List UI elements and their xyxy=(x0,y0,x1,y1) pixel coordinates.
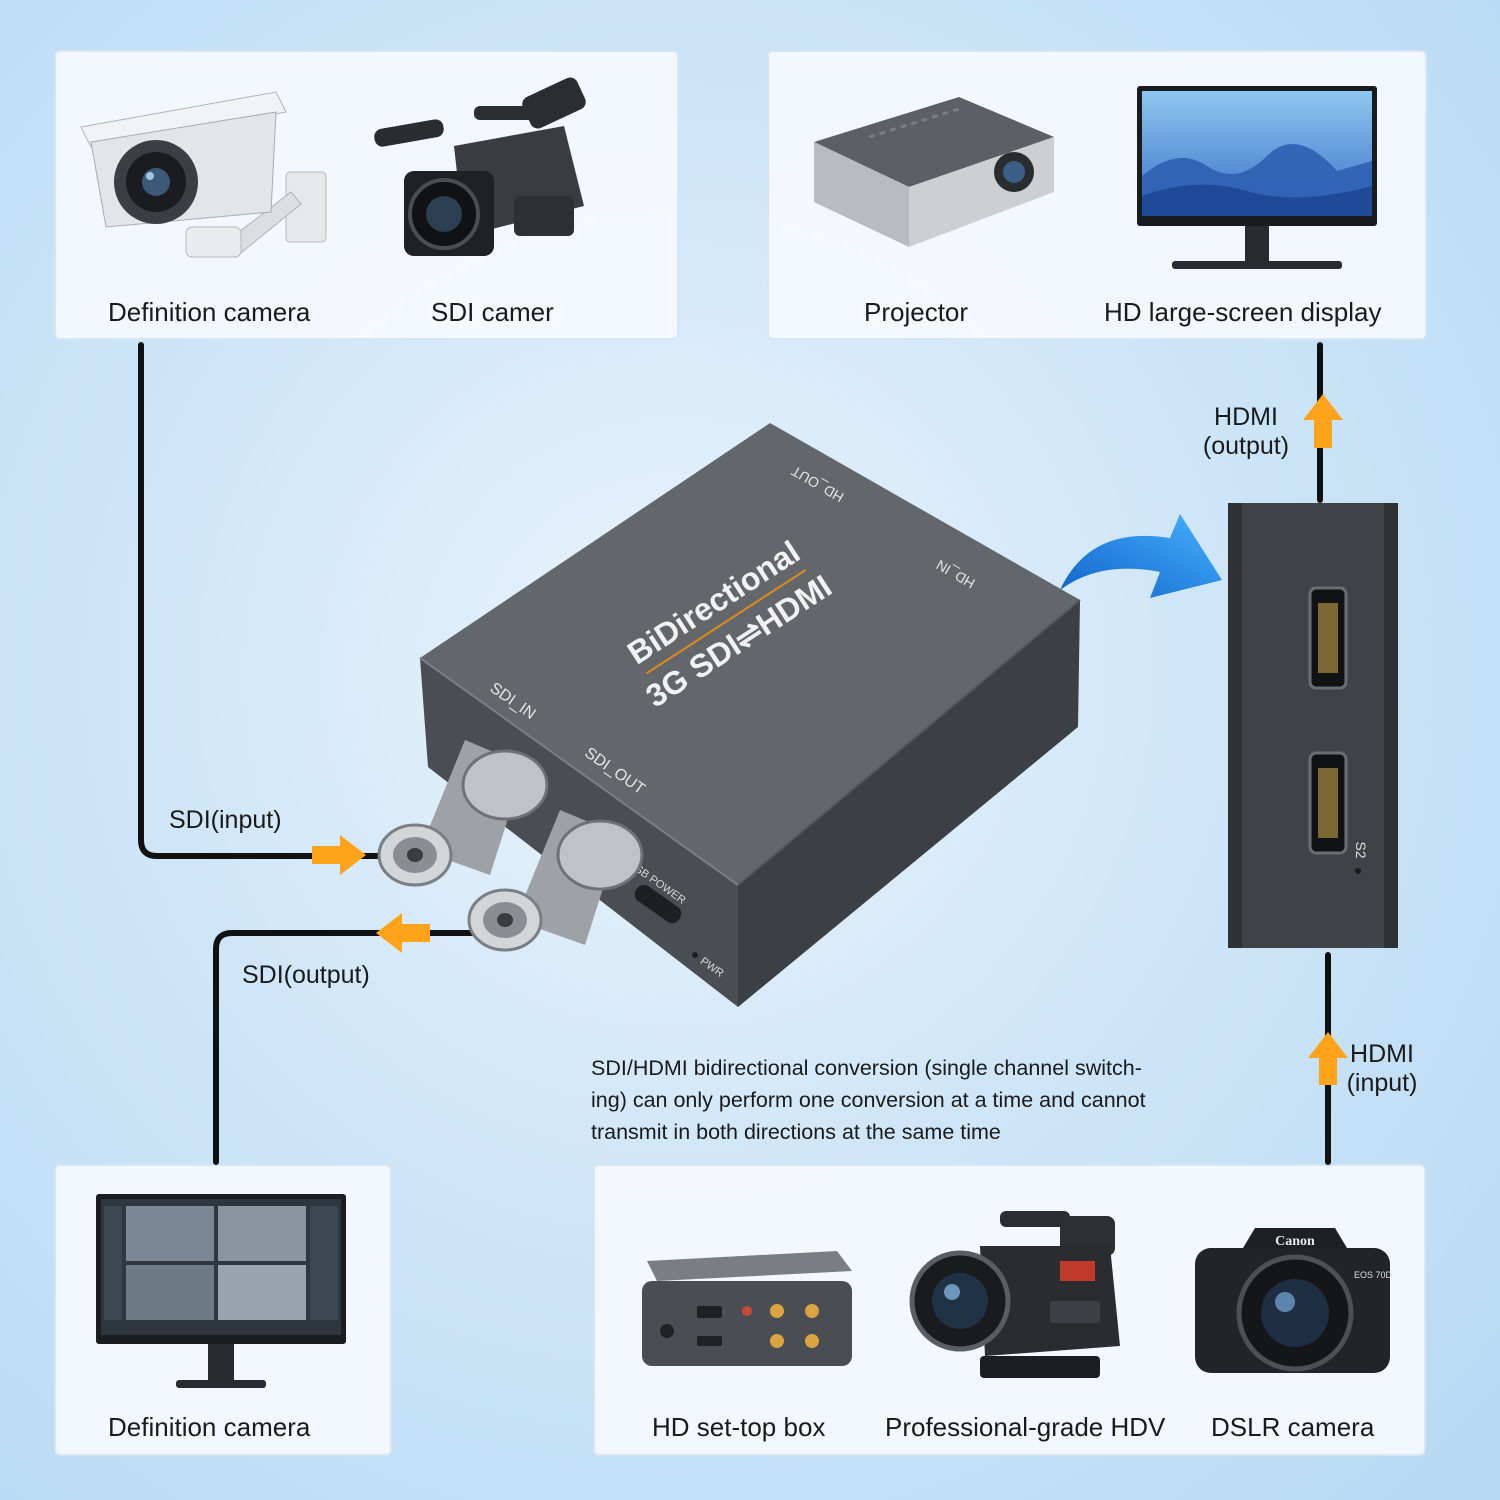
cctv-camera-icon xyxy=(80,91,327,258)
s2-side-label: S2 xyxy=(1353,841,1369,858)
settop-box-icon xyxy=(642,1251,852,1366)
surveillance-monitor-icon xyxy=(96,1194,346,1388)
input-devices-panel: Definition camera SDI camer xyxy=(54,50,679,340)
sdi-monitor-panel: Definition camera xyxy=(54,1164,392,1456)
hd-display-label: HD large-screen display xyxy=(1104,297,1382,327)
conversion-note: SDI/HDMI bidirectional conversion (singl… xyxy=(591,1052,1146,1148)
sdi-camera-label: SDI camer xyxy=(431,297,554,327)
dslr-camera-icon: Canon EOS 70D xyxy=(1195,1228,1393,1373)
sdi-in-bnc-connector-icon xyxy=(377,740,549,887)
settop-box-label: HD set-top box xyxy=(652,1412,826,1442)
sdi-input-label: SDI(input) xyxy=(169,806,282,834)
usb-port-icon xyxy=(634,884,682,924)
dslr-camera-label: DSLR camera xyxy=(1211,1412,1375,1442)
cinema-camera-icon xyxy=(909,1211,1120,1378)
sdi-hdmi-converter-device: BiDirectional 3G SDI⇌HDMI HD_OUT HD_IN S… xyxy=(377,423,1081,1007)
output-devices-panel: Projector HD large-screen display xyxy=(767,50,1427,340)
sdi-input-arrow xyxy=(312,835,366,875)
projector-icon xyxy=(814,97,1054,247)
hdmi-output-label: HDMI (output) xyxy=(1202,403,1290,460)
sdi-monitor-label: Definition camera xyxy=(108,1412,311,1442)
dslr-brand-text: Canon xyxy=(1275,1234,1315,1249)
definition-camera-label: Definition camera xyxy=(108,297,311,327)
sdi-out-bnc-connector-icon xyxy=(467,810,644,952)
sdi-camcorder-icon xyxy=(374,77,586,256)
converter-side-view: S2 xyxy=(1228,503,1398,948)
note-line-2: ing) can only perform one conversion at … xyxy=(591,1088,1146,1112)
hdv-camera-label: Professional-grade HDV xyxy=(885,1412,1166,1442)
hd-display-icon xyxy=(1137,86,1377,269)
sdi-output-label: SDI(output) xyxy=(242,961,370,989)
note-line-3: transmit in both directions at the same … xyxy=(591,1120,1001,1144)
projector-label: Projector xyxy=(864,297,969,327)
hdmi-sources-panel: Canon EOS 70D HD set-top box Professiona… xyxy=(593,1164,1426,1456)
hdmi-output-arrow xyxy=(1303,394,1343,448)
hdmi-input-label: HDMI (input) xyxy=(1346,1040,1418,1097)
curved-blue-arrow xyxy=(1060,514,1222,598)
dslr-model-text: EOS 70D xyxy=(1354,1270,1393,1280)
note-line-1: SDI/HDMI bidirectional conversion (singl… xyxy=(591,1056,1142,1080)
sdi-input-wire xyxy=(138,342,388,859)
